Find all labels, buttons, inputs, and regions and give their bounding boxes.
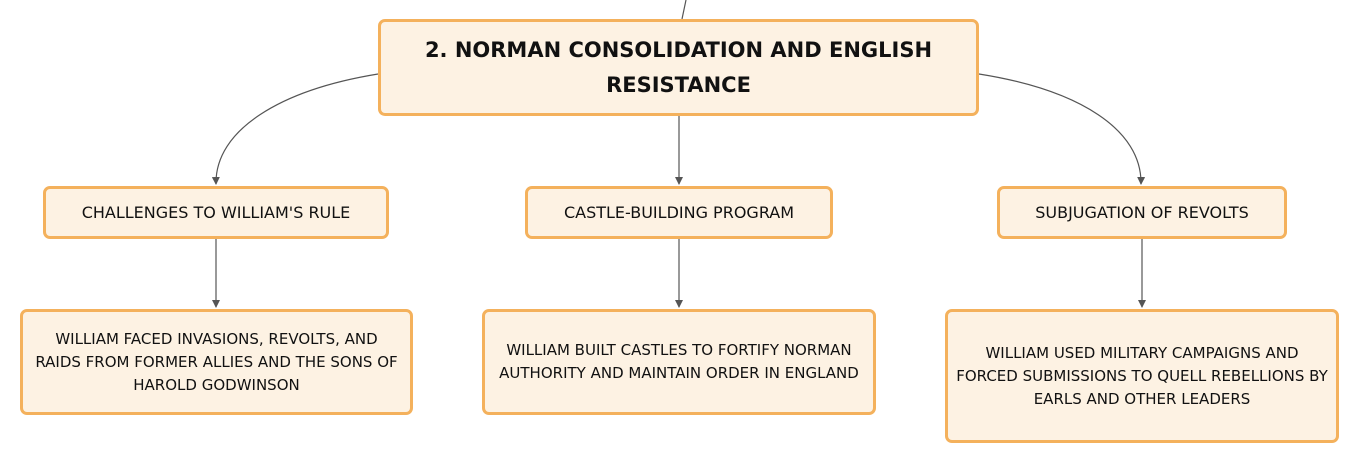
node-challenges-label: CHALLENGES TO WILLIAM'S RULE (81, 203, 351, 222)
leaf-castle-detail[interactable]: WILLIAM BUILT CASTLES TO FORTIFY NORMAN … (482, 309, 876, 415)
leaf-subjugation-text: WILLIAM USED MILITARY CAMPAIGNS AND FORC… (956, 343, 1328, 408)
node-castle-building-program[interactable]: CASTLE-BUILDING PROGRAM (525, 186, 833, 239)
root-node[interactable]: 2. NORMAN CONSOLIDATION AND ENGLISH RESI… (378, 19, 979, 116)
leaf-castle-text: WILLIAM BUILT CASTLES TO FORTIFY NORMAN … (499, 341, 859, 382)
leaf-challenges-text: WILLIAM FACED INVASIONS, REVOLTS, AND RA… (35, 329, 398, 394)
node-challenges-to-williams-rule[interactable]: CHALLENGES TO WILLIAM'S RULE (43, 186, 389, 239)
connector-root-to-subjugation (978, 73, 1146, 185)
node-castle-label: CASTLE-BUILDING PROGRAM (563, 203, 795, 222)
node-subjugation-of-revolts[interactable]: SUBJUGATION OF REVOLTS (997, 186, 1287, 239)
root-node-label: 2. NORMAN CONSOLIDATION AND ENGLISH RESI… (424, 37, 933, 97)
node-subjugation-label: SUBJUGATION OF REVOLTS (1035, 203, 1249, 222)
connector-root-to-challenges (211, 73, 379, 185)
connector-incoming (681, 0, 687, 20)
leaf-challenges-detail[interactable]: WILLIAM FACED INVASIONS, REVOLTS, AND RA… (20, 309, 413, 415)
leaf-subjugation-detail[interactable]: WILLIAM USED MILITARY CAMPAIGNS AND FORC… (945, 309, 1339, 443)
